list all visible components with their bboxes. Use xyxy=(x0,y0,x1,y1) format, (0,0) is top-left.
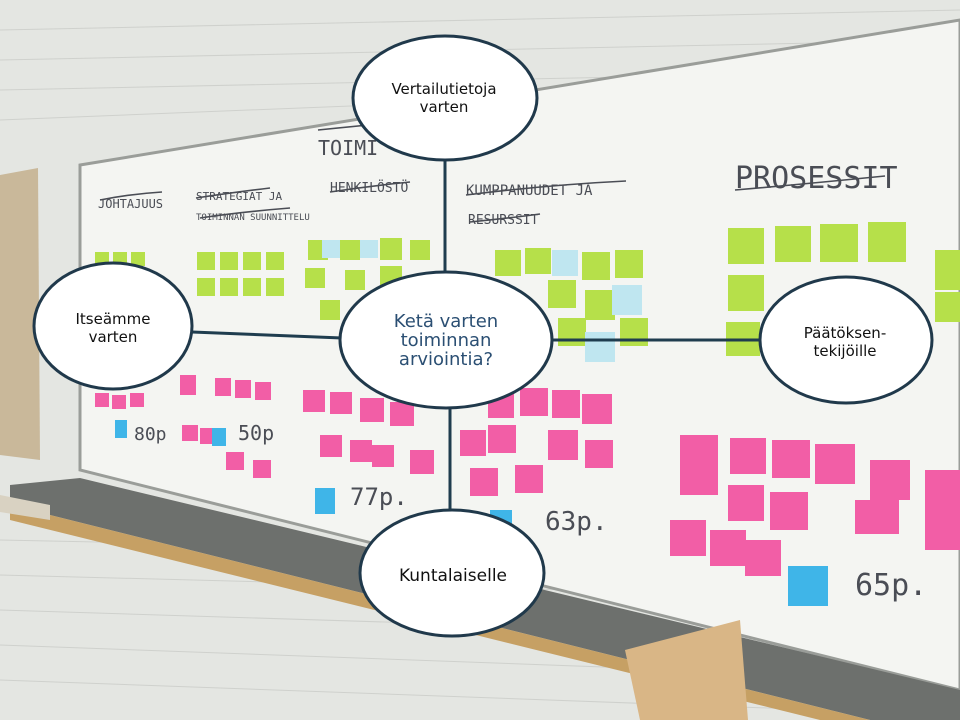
svg-text:77p.: 77p. xyxy=(350,483,408,511)
node-right-label: Päätöksen- tekijöille xyxy=(762,324,928,360)
node-center-line1: Ketä varten xyxy=(393,311,499,332)
cork-board xyxy=(0,168,40,460)
node-right-line2: tekijöille xyxy=(813,342,877,360)
svg-text:KUMPPANUUDET JA: KUMPPANUUDET JA xyxy=(466,183,593,199)
node-left xyxy=(32,261,194,391)
light-sticky-notes xyxy=(322,240,642,362)
node-bottom xyxy=(358,508,546,638)
connector-lines xyxy=(191,160,765,510)
node-center xyxy=(338,270,554,410)
svg-text:PROSESSIT: PROSESSIT xyxy=(735,161,898,196)
node-center-label: Ketä varten toiminnan arviointia? xyxy=(342,312,550,369)
svg-text:JOHTAJUUS: JOHTAJUUS xyxy=(98,197,163,211)
node-center-line3: arviointia? xyxy=(398,349,494,370)
node-bottom-label: Kuntalaiselle xyxy=(362,566,544,586)
svg-text:TOIMINNAN SUUNNITTELU: TOIMINNAN SUUNNITTELU xyxy=(196,213,310,223)
node-left-label: Itseämme varten xyxy=(36,310,190,346)
node-center-line2: toiminnan xyxy=(400,330,492,351)
svg-text:HENKILÖSTÖ: HENKILÖSTÖ xyxy=(330,179,408,196)
svg-text:63p.: 63p. xyxy=(545,507,608,537)
svg-text:50p: 50p xyxy=(238,421,274,445)
pink-sticky-notes xyxy=(95,375,960,576)
svg-text:TOIMI: TOIMI xyxy=(318,136,378,160)
svg-text:RESURSSIT: RESURSSIT xyxy=(468,213,539,228)
node-top-line1: Vertailutietoja xyxy=(391,80,497,98)
chair xyxy=(625,620,748,720)
node-right xyxy=(758,275,934,405)
board-headings: JOHTAJUUS STRATEGIAT JA TOIMINNAN SUUNNI… xyxy=(98,136,927,603)
svg-text:65p.: 65p. xyxy=(855,568,927,603)
svg-text:80p: 80p xyxy=(134,424,167,445)
node-top-label: Vertailutietoja varten xyxy=(352,80,536,116)
node-top-line2: varten xyxy=(419,98,469,116)
green-sticky-notes xyxy=(95,222,960,356)
node-right-line1: Päätöksen- xyxy=(803,324,887,342)
svg-text:STRATEGIAT JA: STRATEGIAT JA xyxy=(196,190,282,203)
node-top xyxy=(351,34,539,162)
node-left-line1: Itseämme xyxy=(75,310,151,328)
desk xyxy=(0,495,50,520)
node-bottom-line1: Kuntalaiselle xyxy=(398,566,508,586)
node-left-line2: varten xyxy=(88,328,138,346)
